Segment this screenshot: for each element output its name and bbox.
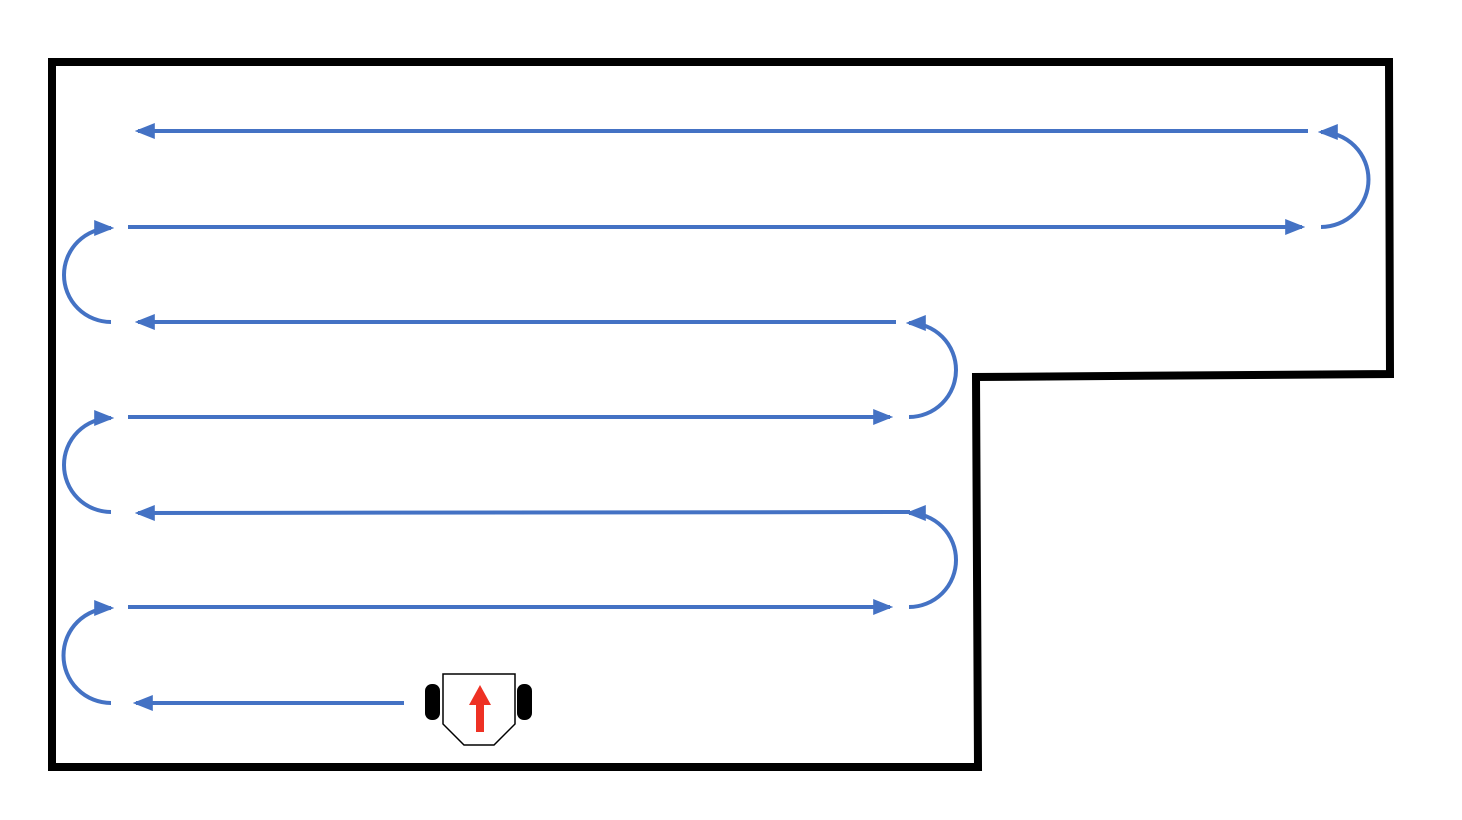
path-turn-2 <box>905 505 958 609</box>
path-turn-6 <box>1317 124 1371 229</box>
path-turn-1 <box>61 600 115 705</box>
path-turn-4 <box>905 315 958 419</box>
robot-icon <box>425 673 532 746</box>
right-wheel-icon <box>517 684 532 720</box>
path-turn-3 <box>62 410 115 514</box>
coverage-path <box>61 123 1371 711</box>
path-pass-3 <box>134 504 911 521</box>
room-outline <box>48 58 1395 771</box>
left-wheel-icon <box>425 684 440 720</box>
heading-arrow-icon <box>469 685 491 732</box>
path-turn-5 <box>62 220 115 324</box>
